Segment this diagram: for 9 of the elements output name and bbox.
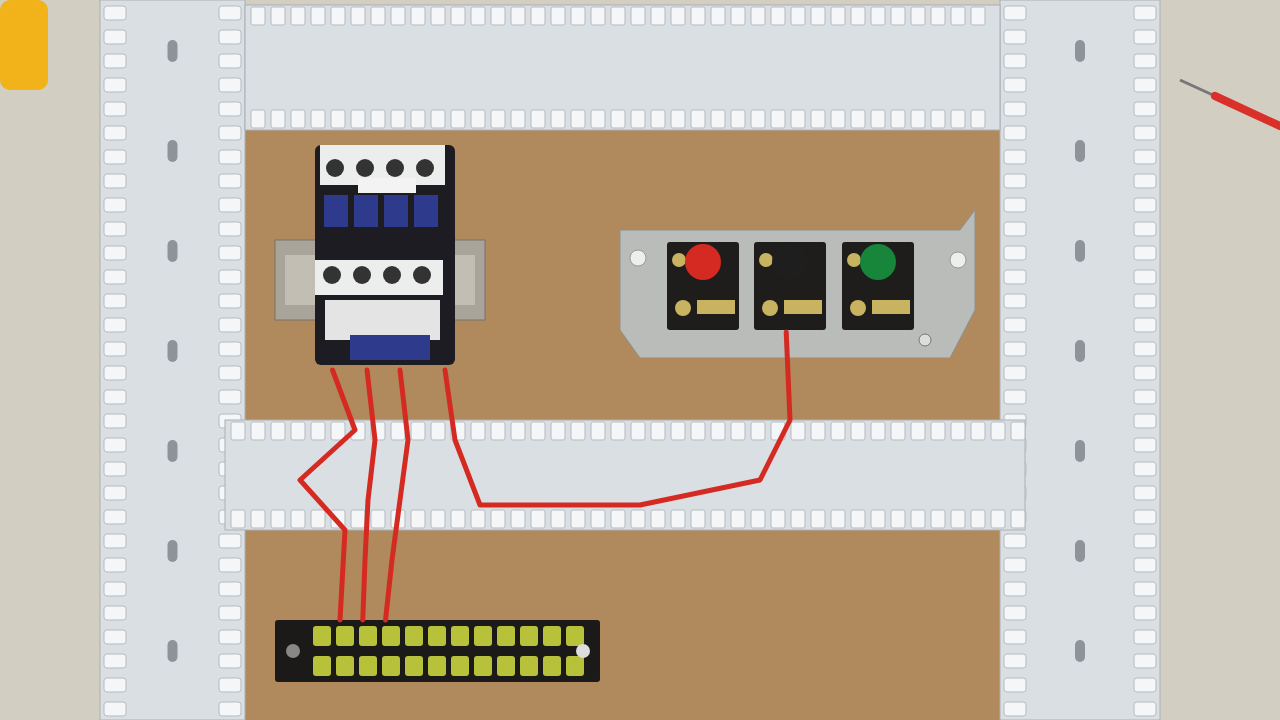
push-button: [752, 240, 828, 332]
wire: [297, 367, 358, 623]
wire: [442, 329, 793, 508]
wire: [383, 367, 411, 623]
terminal-block-drawing: [275, 620, 600, 682]
push-button: [840, 240, 916, 332]
push-button-plate: [620, 210, 975, 358]
push-button: [665, 240, 741, 332]
wire: [360, 367, 378, 623]
